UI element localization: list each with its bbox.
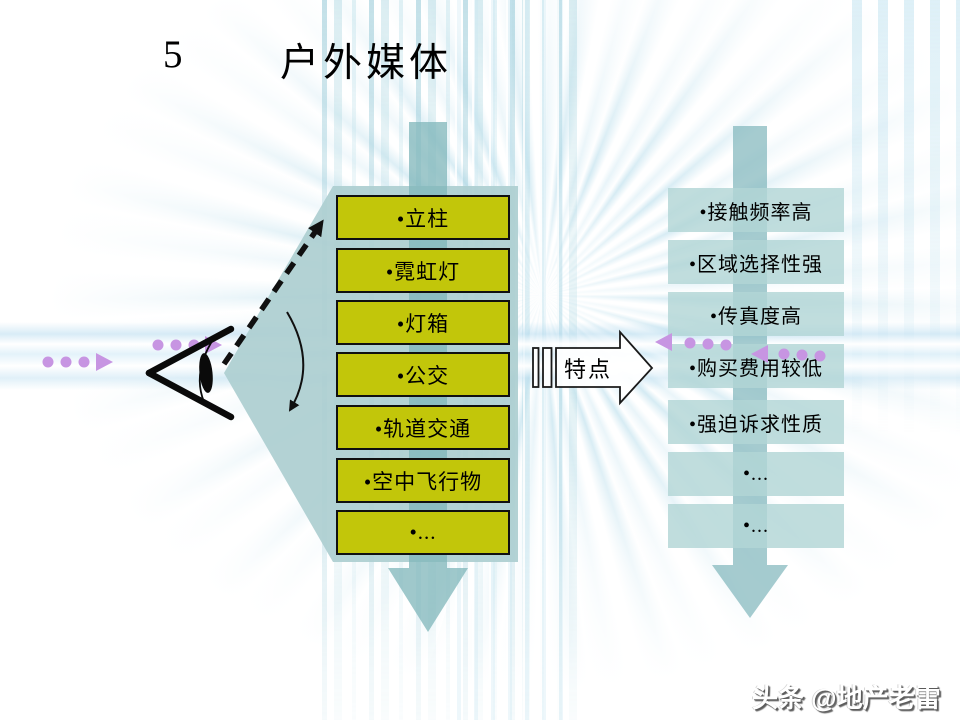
media-box: •空中飞行物	[336, 458, 510, 503]
feature-box: •区域选择性强	[668, 240, 844, 284]
feature-box: •接触频率高	[668, 188, 844, 232]
watermark: 头条 @地产老雷	[752, 683, 941, 713]
media-box: •轨道交通	[336, 405, 510, 450]
media-box: •立柱	[336, 195, 510, 240]
feature-box: •强迫诉求性质	[668, 400, 844, 444]
media-box: •灯箱	[336, 300, 510, 345]
arc-arrow-icon	[286, 311, 305, 412]
feature-box: •...	[668, 452, 844, 496]
page-title: 户外媒体	[280, 42, 453, 85]
dashed-purple-arrow-icon-left-outer	[42, 353, 113, 371]
feature-box: •传真度高	[668, 292, 844, 336]
slide-number: 5	[163, 33, 183, 76]
media-box: •霓虹灯	[336, 248, 510, 293]
media-box: •公交	[336, 352, 510, 397]
feature-box: •购买费用较低	[668, 344, 844, 388]
dashed-purple-arrow-icon-right-outer	[751, 345, 826, 363]
dashed-purple-arrow-icon-right-inner	[655, 333, 732, 351]
slide-title: 5 户外媒体	[163, 32, 452, 88]
connector-label: 特点	[564, 357, 612, 382]
dashed-arrow-icon	[221, 219, 325, 366]
media-box: •...	[336, 510, 510, 555]
eye-icon	[145, 325, 235, 421]
feature-box: •...	[668, 504, 844, 548]
striped-right-arrow-icon: 特点	[532, 329, 654, 406]
